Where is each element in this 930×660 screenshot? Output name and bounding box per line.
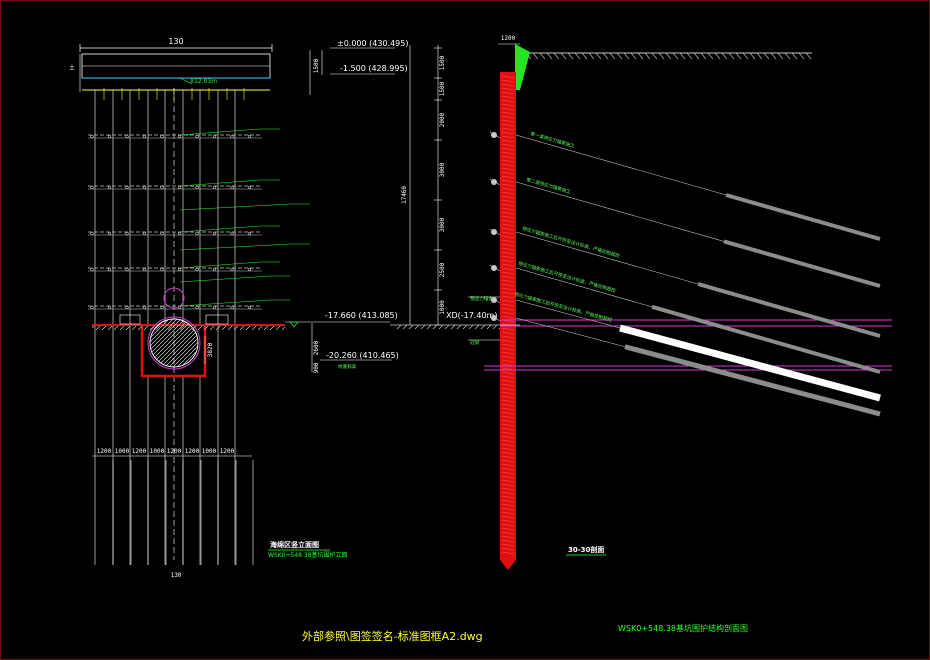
svg-text:2600: 2600 xyxy=(313,340,320,355)
level-markers: ±0.000 (430.495) -1.500 (428.995) 1500 -… xyxy=(285,39,408,373)
strut-row xyxy=(88,231,262,236)
anchor-bond-length xyxy=(725,193,881,241)
cap-beam-section xyxy=(515,44,530,90)
section-dim-label: 1500 xyxy=(439,55,446,70)
section-dim-label: 3000 xyxy=(439,162,446,177)
bottom-spacing-label: 1000 xyxy=(202,448,217,455)
top-dim-text: 130 xyxy=(168,37,183,46)
section-title: 30-30剖面 xyxy=(568,545,604,554)
level-top: ±0.000 (430.495) xyxy=(337,39,408,48)
section-dims: 1500 1500 2000 3000 3000 2500 1000 xyxy=(434,47,446,326)
level-bottom-note: 坑底标高 xyxy=(338,363,357,370)
left-corner-box xyxy=(119,314,141,325)
section-dim-label: 2000 xyxy=(439,112,446,127)
svg-text:土: 土 xyxy=(69,64,75,72)
section-total-dim: 17460 xyxy=(401,186,408,204)
anchor-bond-length xyxy=(651,304,881,374)
bottom-spacing-label: 1000 xyxy=(150,448,165,455)
strut-row xyxy=(88,134,262,139)
anchor-bond-length xyxy=(723,239,881,288)
section-dim-label: 1500 xyxy=(439,81,446,96)
svg-text:1500: 1500 xyxy=(313,58,320,73)
anchor-label: 预应力锚索施工后开挖至设计标高，严格控制超挖 xyxy=(517,260,616,295)
section-dim-label: 3000 xyxy=(439,217,446,232)
tunnel-outline xyxy=(147,316,201,370)
tunnel-section xyxy=(149,318,199,368)
anchor-label: 预应力锚索施工后开挖至设计标高，严格控制超挖 xyxy=(521,225,620,260)
bottom-spacing-label: 1200 xyxy=(220,448,235,455)
svg-text:冠梁: 冠梁 xyxy=(470,339,480,346)
anchor-label: 第二道预应力锚索施工 xyxy=(525,176,571,195)
drawing-name: WSK0+548.38基坑围护结构剖面图 xyxy=(618,623,748,633)
level-excavation: -17.660 (413.085) xyxy=(325,311,398,320)
anchor-cable: 预应力锚索施工后开挖至设计标高，严格控制超挖 xyxy=(489,260,881,374)
rebar-label: X12.03m xyxy=(190,78,217,85)
level-bottom: -20.260 (410.465) xyxy=(326,351,399,360)
strut-row xyxy=(88,267,262,272)
section-view: 1200 17460 1500150020003000300025001000 … xyxy=(390,35,892,570)
bottom-spacing-label: 1000 xyxy=(115,448,130,455)
right-corner-box xyxy=(205,314,229,325)
plan-labels xyxy=(179,128,310,307)
xref-label: 外部参照\图签签名-标准图框A2.dwg xyxy=(302,629,483,643)
anchor-bond-length xyxy=(697,282,881,338)
svg-text:3820: 3820 xyxy=(207,342,214,357)
section-dim-label: 2500 xyxy=(439,262,446,277)
bottom-spacing-label: 1200 xyxy=(167,448,182,455)
bottom-spacing-label: 1200 xyxy=(97,448,112,455)
svg-text:预应力锚索: 预应力锚索 xyxy=(470,295,493,302)
node-circle xyxy=(163,287,185,309)
bottom-dim-text: 130 xyxy=(171,572,182,579)
anchors: 第一道预应力锚索施工第二道预应力锚索施工预应力锚索施工后开挖至设计标高，严格控制… xyxy=(489,130,881,417)
plan-title: 海绵区竖立面图 xyxy=(270,540,319,549)
strut-rows xyxy=(88,134,262,310)
section-excavation-level: XD(-17.40m) xyxy=(446,311,497,320)
anchor-cable: 预应力锚索施工后开挖至设计标高，严格控制超挖 xyxy=(489,225,881,338)
strut-row xyxy=(88,185,262,190)
ground-hatch xyxy=(525,52,812,60)
anchor-label: 第一道预应力锚索施工 xyxy=(529,130,575,149)
level-symbol xyxy=(289,321,299,328)
anchor-cable xyxy=(489,314,881,417)
anchor-cable: 预应力锚索施工后开挖至设计标高，严格控制超挖 xyxy=(489,291,881,402)
anchor-bond-length xyxy=(619,324,881,402)
anchor-bond-length xyxy=(624,344,881,417)
wall-texture xyxy=(501,75,515,555)
level-cap: -1.500 (428.995) xyxy=(340,64,408,73)
strut-row xyxy=(88,305,262,310)
bottom-spacing-label: 1200 xyxy=(132,448,147,455)
svg-text:900: 900 xyxy=(313,362,320,373)
pile-wall xyxy=(500,72,516,560)
bottom-spacing-label: 1200 xyxy=(185,448,200,455)
plan-subtitle: WSK0+548.38基坑围护立面 xyxy=(268,551,348,559)
section-dim-label: 1000 xyxy=(439,300,446,315)
anchor-label: 预应力锚索施工后开挖至设计标高，严格控制超挖 xyxy=(513,291,613,324)
section-top-dim: 1200 xyxy=(501,35,516,42)
